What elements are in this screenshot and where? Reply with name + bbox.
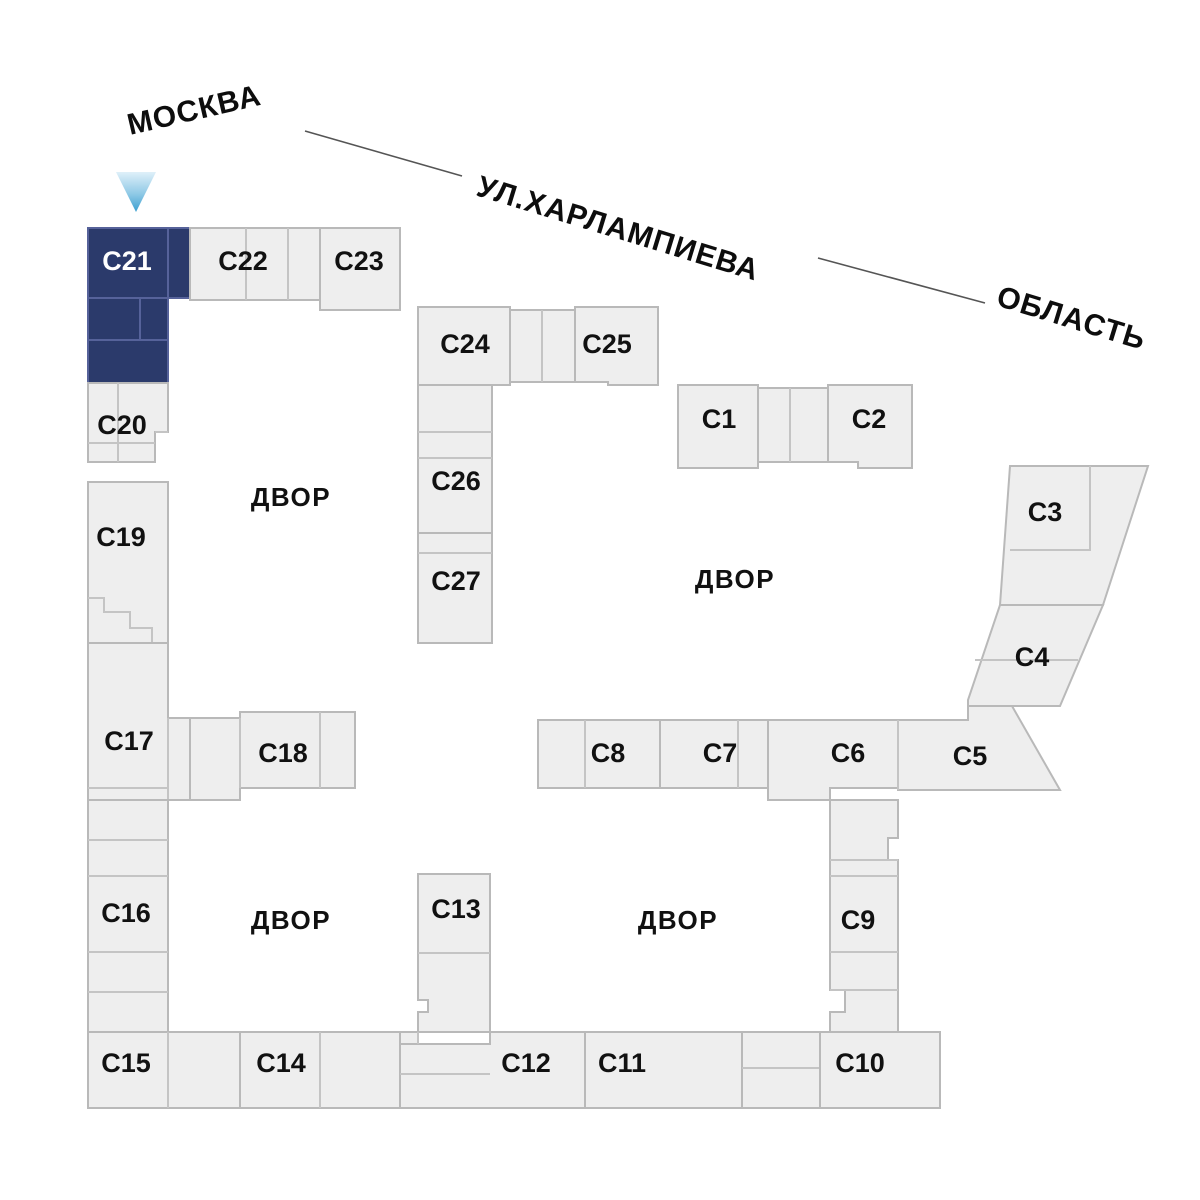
section-label-C11: C11 xyxy=(598,1048,646,1078)
section-label-C4: C4 xyxy=(1015,642,1050,672)
section-label-C15: C15 xyxy=(101,1048,151,1078)
section-label-C24: C24 xyxy=(440,329,490,359)
section-label-C14: C14 xyxy=(256,1048,306,1078)
leader-lines xyxy=(304,130,986,304)
section-label-C2: C2 xyxy=(852,404,887,434)
section-label-C22: C22 xyxy=(218,246,268,276)
section-label-C21: C21 xyxy=(102,246,152,276)
section-label-C27: C27 xyxy=(431,566,481,596)
section-label-C20: C20 xyxy=(97,410,147,440)
street-label-moscow: МОСКВА xyxy=(124,79,264,142)
section-block-C26[interactable] xyxy=(417,384,493,534)
section-block-C5[interactable] xyxy=(897,705,1062,791)
section-label-C3: C3 xyxy=(1028,497,1063,527)
section-block-C12[interactable] xyxy=(399,1031,586,1109)
street-label-oblast: ОБЛАСТЬ xyxy=(993,280,1150,357)
section-label-C25: C25 xyxy=(582,329,632,359)
street-label-oblast-text: ОБЛАСТЬ xyxy=(993,280,1150,357)
section-label-C10: C10 xyxy=(835,1048,885,1078)
street-label-kharlampieva-text: УЛ.ХАРЛАМПИЕВА xyxy=(473,170,763,287)
selected-section-marker xyxy=(116,172,156,212)
yard-label-south-west: ДВОР xyxy=(251,905,331,935)
section-block-C25[interactable] xyxy=(574,306,659,386)
section-block-C23[interactable] xyxy=(319,227,401,311)
section-block-C13[interactable] xyxy=(417,873,491,1033)
section-label-C26: C26 xyxy=(431,466,481,496)
street-label-moscow-text: МОСКВА xyxy=(124,79,264,142)
section-block-C1-annex[interactable] xyxy=(757,387,829,463)
section-block-C27[interactable] xyxy=(417,532,493,644)
section-block-filler-bottom[interactable] xyxy=(741,1031,821,1109)
section-block-C10[interactable] xyxy=(819,1031,941,1109)
street-label-kharlampieva: УЛ.ХАРЛАМПИЕВА xyxy=(473,170,763,287)
section-label-C7: C7 xyxy=(703,738,738,768)
section-block-C20[interactable] xyxy=(87,382,169,463)
section-label-C6: C6 xyxy=(831,738,866,768)
section-block-C24-annex[interactable] xyxy=(509,309,576,383)
section-block-C24[interactable] xyxy=(417,306,511,386)
section-block-C21[interactable] xyxy=(87,227,191,384)
section-block-C1[interactable] xyxy=(677,384,759,469)
section-label-C19: C19 xyxy=(96,522,146,552)
section-block-C9[interactable] xyxy=(829,799,899,1033)
leader-line-right xyxy=(817,257,986,304)
section-label-C17: C17 xyxy=(104,726,154,756)
section-label-C13: C13 xyxy=(431,894,481,924)
section-label-C12: C12 xyxy=(501,1048,551,1078)
yard-label-north-west: ДВОР xyxy=(251,482,331,512)
section-block-C19[interactable] xyxy=(87,481,169,644)
section-label-C16: C16 xyxy=(101,898,151,928)
section-block-C18[interactable] xyxy=(189,711,356,801)
section-label-C8: C8 xyxy=(591,738,626,768)
section-block-C17[interactable] xyxy=(87,642,191,801)
section-block-C3[interactable] xyxy=(998,465,1150,606)
section-block-C2[interactable] xyxy=(827,384,913,469)
section-label-C23: C23 xyxy=(334,246,384,276)
yard-label-south-east: ДВОР xyxy=(638,905,718,935)
yard-label-north-east: ДВОР xyxy=(695,564,775,594)
leader-line-left xyxy=(304,130,463,177)
section-label-C18: C18 xyxy=(258,738,308,768)
section-label-C9: C9 xyxy=(841,905,876,935)
section-label-C5: C5 xyxy=(953,741,988,771)
section-label-C1: C1 xyxy=(702,404,737,434)
